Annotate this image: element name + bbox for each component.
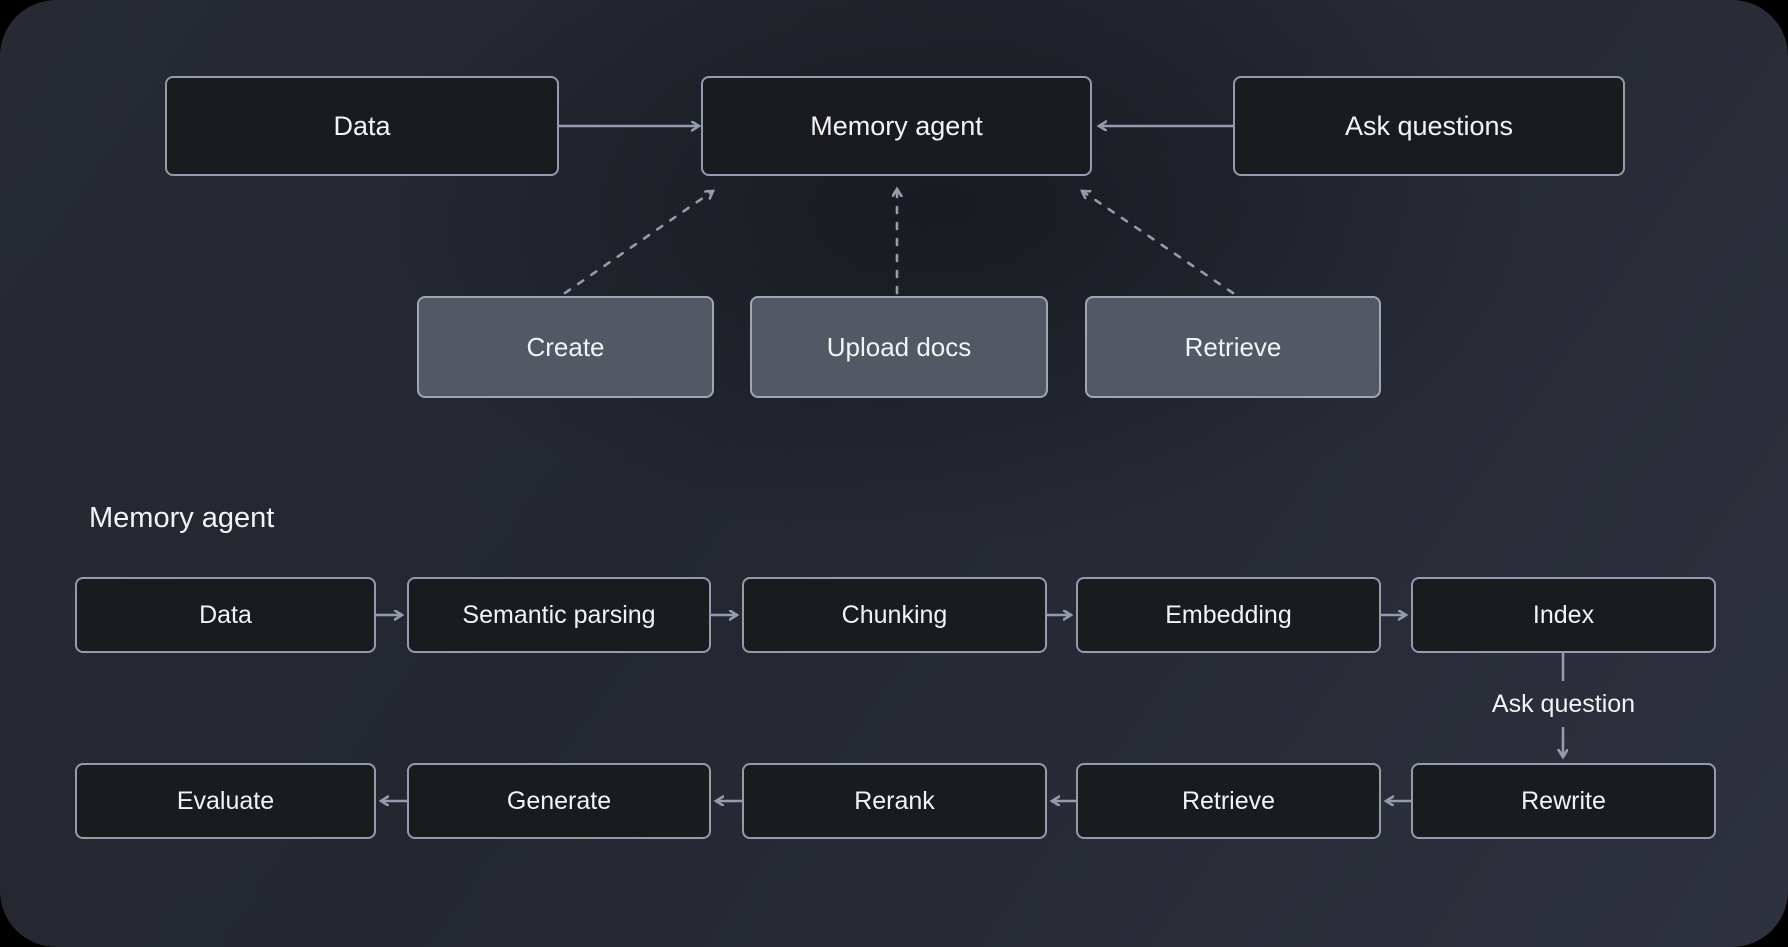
node-index: Index (1411, 577, 1716, 653)
node-rewrite: Rewrite (1411, 763, 1716, 839)
node-evaluate: Evaluate (75, 763, 376, 839)
node-ask-questions: Ask questions (1233, 76, 1625, 176)
node-semantic-parsing-label: Semantic parsing (462, 600, 656, 629)
label-ask-question: Ask question (1491, 690, 1636, 718)
node-embedding-label: Embedding (1165, 600, 1292, 629)
node-memory-agent: Memory agent (701, 76, 1092, 176)
node-retrieve-action: Retrieve (1085, 296, 1381, 398)
node-retrieve: Retrieve (1076, 763, 1381, 839)
node-rerank-label: Rerank (854, 786, 935, 815)
node-memory-agent-label: Memory agent (810, 110, 983, 141)
node-semantic-parsing: Semantic parsing (407, 577, 711, 653)
node-index-label: Index (1532, 600, 1595, 629)
node-upload-docs-action: Upload docs (750, 296, 1048, 398)
node-create-action-label: Create (526, 331, 605, 362)
node-generate: Generate (407, 763, 711, 839)
arrow-create-to-memory-agent (563, 191, 713, 295)
node-create-action: Create (417, 296, 714, 398)
node-generate-label: Generate (506, 786, 612, 815)
node-data-source: Data (165, 76, 559, 176)
arrow-retrieve-to-memory-agent (1082, 191, 1235, 295)
node-rerank: Rerank (742, 763, 1047, 839)
node-retrieve-action-label: Retrieve (1184, 331, 1282, 362)
node-embedding: Embedding (1076, 577, 1381, 653)
node-chunking: Chunking (742, 577, 1047, 653)
node-ask-questions-label: Ask questions (1344, 110, 1514, 141)
node-upload-docs-action-label: Upload docs (826, 331, 972, 362)
section-title-memory-agent: Memory agent (89, 502, 275, 534)
node-ingest-data-label: Data (199, 600, 252, 629)
node-evaluate-label: Evaluate (176, 786, 275, 815)
node-ingest-data: Data (75, 577, 376, 653)
node-chunking-label: Chunking (841, 600, 948, 629)
node-rewrite-label: Rewrite (1521, 786, 1606, 815)
node-retrieve-label: Retrieve (1181, 786, 1276, 815)
node-data-source-label: Data (333, 110, 391, 141)
